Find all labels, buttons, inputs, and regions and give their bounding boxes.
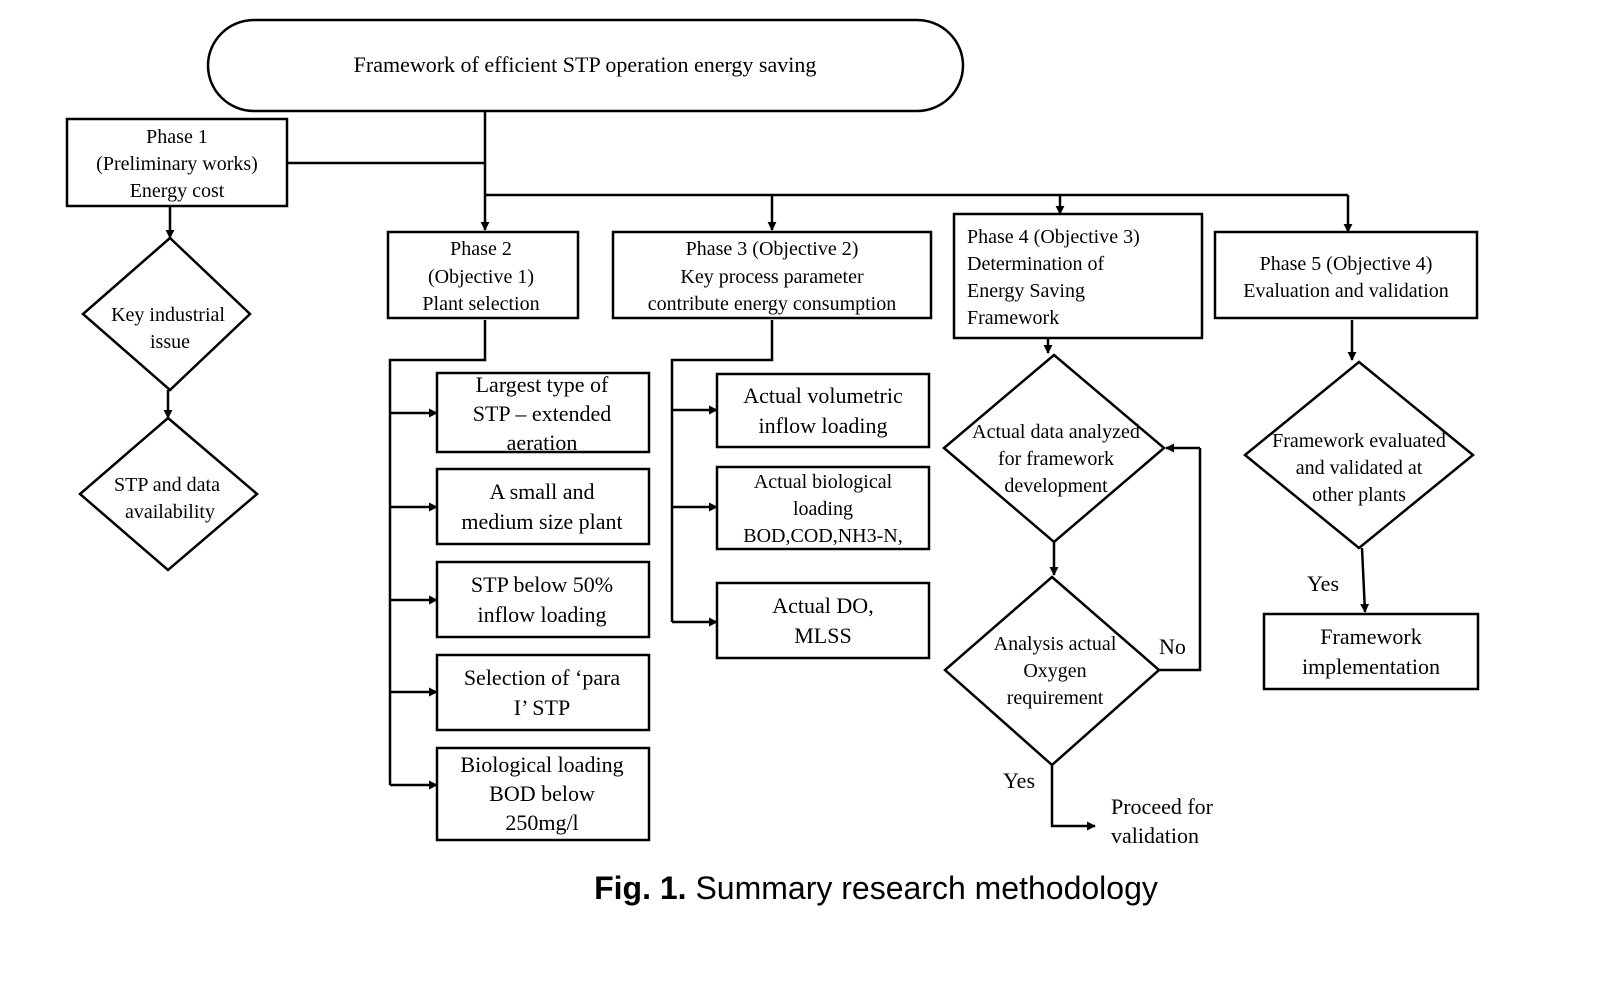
phase5-implementation-box <box>1262 612 1480 691</box>
phase2-item2-line1: A small and <box>489 479 594 504</box>
decision-data-analyzed-line2: for framework <box>998 448 1114 470</box>
phase5-group: Phase 5 (Objective 4) Evaluation and val… <box>1213 230 1480 691</box>
phase1-line1: Phase 1 <box>146 126 208 148</box>
phase3-item2-line3: BOD,COD,NH3-N, <box>743 525 902 547</box>
phase3-item1-line2: inflow loading <box>759 413 888 438</box>
phase3-item2-line1: Actual biological <box>754 471 893 493</box>
arrow-evaluation-to-implementation <box>1360 547 1370 613</box>
phase2-item-small-medium-plant <box>435 467 651 546</box>
yes-label-phase5: Yes <box>1307 571 1339 596</box>
phase3-box <box>611 230 933 320</box>
decision-data-analyzed-line3: development <box>1004 475 1108 497</box>
phase2-item3-line1: STP below 50% <box>471 572 613 597</box>
phase3-line1: Phase 3 (Objective 2) <box>686 238 859 260</box>
phase3-item2-line2: loading <box>793 498 853 520</box>
phase1-group: Phase 1 (Preliminary works) Energy cost … <box>65 117 289 572</box>
phase2-item5-line3: 250mg/l <box>505 810 578 835</box>
implementation-line2: implementation <box>1302 654 1440 679</box>
phase2-group: Phase 2 (Objective 1) Plant selection La… <box>386 230 651 842</box>
phase2-item-inflow-loading <box>435 560 651 639</box>
phase2-item3-line2: inflow loading <box>478 602 607 627</box>
connectors <box>163 111 1370 831</box>
proceed-line2: validation <box>1111 823 1199 848</box>
phase5-line2: Evaluation and validation <box>1243 280 1449 302</box>
phase4-line2: Determination of <box>967 253 1105 275</box>
phase1-decision-issue <box>81 236 252 392</box>
phase5-line1: Phase 5 (Objective 4) <box>1260 253 1433 275</box>
phase5-box <box>1213 230 1479 320</box>
decision-data-analyzed-line1: Actual data analyzed <box>972 421 1140 443</box>
phase4-group: Phase 4 (Objective 3) Determination of E… <box>942 212 1214 848</box>
phase4-line4: Framework <box>967 307 1059 329</box>
phase3-item3-line2: MLSS <box>794 623 851 648</box>
connector-phase3-bracket <box>670 320 774 622</box>
phase1-line2: (Preliminary works) <box>96 153 258 175</box>
phase3-line2: Key process parameter <box>680 266 864 288</box>
phase5-decision-evaluated <box>1243 360 1475 550</box>
phase3-item-biological-loading <box>715 465 931 551</box>
caption-text: Summary research methodology <box>687 870 1158 906</box>
phase2-item-biological-loading <box>435 746 651 842</box>
arrow-yes-to-proceed <box>1050 765 1096 831</box>
decision-oxygen-line1: Analysis actual <box>994 633 1117 655</box>
decision-evaluated-line1: Framework evaluated <box>1272 430 1446 452</box>
decision-issue-line2: issue <box>150 331 190 353</box>
phase2-item2-line2: medium size plant <box>461 509 622 534</box>
phase1-box <box>65 117 289 208</box>
decision-oxygen-line3: requirement <box>1007 687 1104 709</box>
phase2-item-largest-stp <box>435 371 651 454</box>
phase2-item5-line1: Biological loading <box>460 752 623 777</box>
decision-availability-line1: STP and data <box>114 474 220 496</box>
phase4-decision-data-analyzed <box>942 353 1166 544</box>
phase3-item1-line1: Actual volumetric <box>743 383 903 408</box>
decision-evaluated-line2: and validated at <box>1296 457 1423 479</box>
phase3-item-volumetric-inflow <box>715 372 931 449</box>
phase4-decision-oxygen <box>943 575 1161 767</box>
no-label: No <box>1159 634 1186 659</box>
title-node: Framework of efficient STP operation ene… <box>206 18 965 113</box>
title-text: Framework of efficient STP operation ene… <box>354 52 817 77</box>
phase3-item-do-mlss <box>715 581 931 660</box>
phase2-item1-line3: aeration <box>507 430 578 455</box>
decision-evaluated-line3: other plants <box>1312 484 1406 506</box>
phase2-item5-line2: BOD below <box>489 781 595 806</box>
phase3-item3-line1: Actual DO, <box>772 593 873 618</box>
phase2-item-para-stp <box>435 653 651 732</box>
proceed-line1: Proceed for <box>1111 794 1214 819</box>
decision-availability-line2: availability <box>125 501 215 523</box>
phase2-item1-line1: Largest type of <box>476 372 609 397</box>
decision-oxygen-line2: Oxygen <box>1023 660 1086 682</box>
phase4-box <box>952 212 1204 340</box>
phase2-line3: Plant selection <box>422 293 539 315</box>
decision-issue-line1: Key industrial <box>111 304 225 326</box>
phase2-line2: (Objective 1) <box>428 266 534 288</box>
phase3-group: Phase 3 (Objective 2) Key process parame… <box>611 230 933 660</box>
phase4-line1: Phase 4 (Objective 3) <box>967 226 1140 248</box>
phase4-line3: Energy Saving <box>967 280 1085 302</box>
connector-no-loop <box>1159 448 1202 672</box>
caption-prefix: Fig. 1. <box>594 870 686 906</box>
figure-caption: Fig. 1. Summary research methodology <box>594 870 1158 906</box>
phase2-line1: Phase 2 <box>450 238 512 260</box>
phase2-item4-line1: Selection of ‘para <box>464 665 621 690</box>
title-ellipse <box>206 18 965 113</box>
phase2-item4-line2: I’ STP <box>514 695 570 720</box>
phase1-decision-availability <box>78 416 259 572</box>
implementation-line1: Framework <box>1320 624 1421 649</box>
phase2-box <box>386 230 580 320</box>
phase1-line3: Energy cost <box>130 180 225 202</box>
phase3-line3: contribute energy consumption <box>648 293 896 315</box>
phase2-item1-line2: STP – extended <box>473 401 612 426</box>
connector-phase2-bracket <box>388 320 487 785</box>
yes-label-phase4: Yes <box>1003 768 1035 793</box>
